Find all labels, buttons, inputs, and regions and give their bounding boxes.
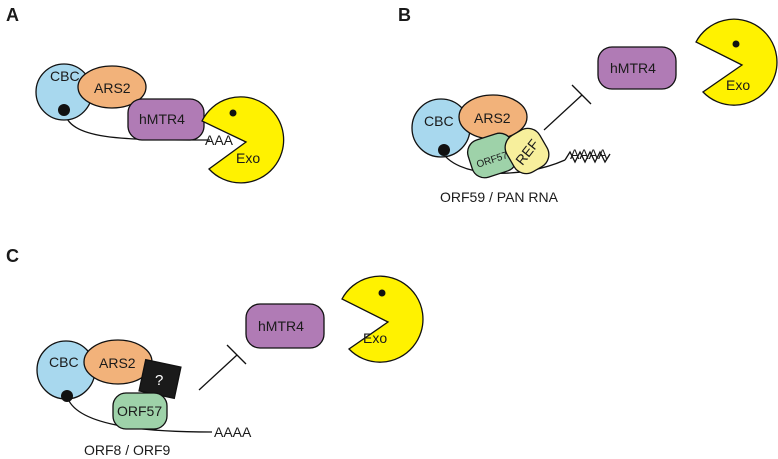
panel-b-exo-eye xyxy=(732,40,740,48)
panel-b-inhibition-line xyxy=(543,94,583,131)
panel-b-tail-label: AAAA xyxy=(570,146,608,162)
panel-c-exo-eye xyxy=(378,289,386,297)
panel-a-ars2-label: ARS2 xyxy=(94,80,131,96)
panel-c-orf57-label: ORF57 xyxy=(117,403,162,419)
panel-b-cap-dot xyxy=(438,144,450,156)
panel-c-exo-shape xyxy=(341,275,424,363)
panel-c-cap-dot xyxy=(61,390,73,402)
panel-a-exo-shape xyxy=(201,96,285,184)
panel-c-exo-label: Exo xyxy=(363,330,387,346)
panel-b-exo-label: Exo xyxy=(726,77,750,93)
panel-b-inhibition-bar xyxy=(571,84,592,105)
panel-b-letter: B xyxy=(398,5,411,25)
panel-c-ars2-label: ARS2 xyxy=(99,355,136,371)
panel-c-orf57-shape xyxy=(112,392,168,430)
panel-c-cbc-label: CBC xyxy=(49,354,79,370)
panel-b-hmtr4-shape xyxy=(597,46,677,90)
panel-c-hmtr4-label: hMTR4 xyxy=(258,318,304,334)
panel-a: A CBC ARS2 hMTR4 AAA Exo xyxy=(6,5,285,184)
panel-c-caption: ORF8 / ORF9 xyxy=(84,442,171,458)
panel-c-tail-label: AAAA xyxy=(214,424,252,440)
panel-c: C CBC ARS2 ? ORF57 AAAA hMTR4 Exo ORF8 /… xyxy=(6,246,424,458)
panel-b-exo-shape xyxy=(695,18,778,106)
panel-a-exo-label: Exo xyxy=(236,150,260,166)
panel-c-unknown-label: ? xyxy=(155,372,163,389)
panel-c-hmtr4-shape xyxy=(245,303,325,349)
panel-b-cbc-label: CBC xyxy=(424,113,454,129)
panel-a-letter: A xyxy=(6,5,19,25)
panel-a-tail-label: AAA xyxy=(205,132,234,148)
panel-b-caption: ORF59 / PAN RNA xyxy=(440,189,559,205)
panel-b-ref-shape xyxy=(504,127,550,175)
panel-c-inhibition-line xyxy=(198,354,238,391)
panel-c-letter: C xyxy=(6,246,19,266)
panel-a-hmtr4-label: hMTR4 xyxy=(139,111,185,127)
panel-b-ars2-label: ARS2 xyxy=(474,110,511,126)
panel-a-ars2-shape xyxy=(77,65,147,109)
panel-a-exo-eye xyxy=(229,109,237,117)
panel-b-polya-tail-line xyxy=(564,150,611,164)
panel-a-cbc-label: CBC xyxy=(50,68,80,84)
panel-c-inhibition-bar xyxy=(226,344,247,365)
panel-b-hmtr4-label: hMTR4 xyxy=(610,60,656,76)
panel-b: B CBC ARS2 ORF57 REF AAAA hMTR4 Exo ORF5… xyxy=(398,5,778,205)
panel-a-cap-dot xyxy=(58,104,70,116)
